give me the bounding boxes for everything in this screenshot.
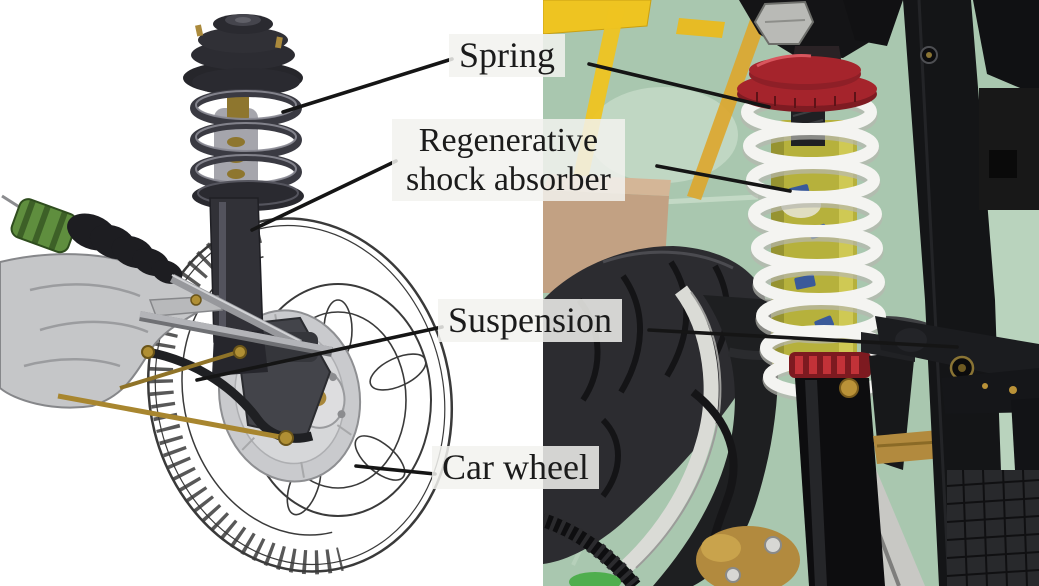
gold-bolt xyxy=(839,378,859,398)
suspension-leader-left xyxy=(195,325,444,382)
yellow-diagonal-stripe xyxy=(687,0,774,200)
spring-leader-right xyxy=(587,62,771,109)
label-regenerative-line1: Regenerative xyxy=(418,122,599,159)
test-rig-photo xyxy=(543,0,1039,586)
label-car-wheel: Car wheel xyxy=(432,446,599,490)
car-suspension-illustration xyxy=(0,14,454,575)
label-spring-text: Spring xyxy=(459,35,556,75)
brass-fitting xyxy=(873,430,943,464)
wheel-dark-side xyxy=(653,295,779,586)
label-suspension: Suspension xyxy=(438,299,623,343)
tire-tread-band xyxy=(148,219,344,575)
cv-axle xyxy=(1,194,303,348)
regenerative-leader-right xyxy=(655,164,792,193)
corrugated-hose xyxy=(543,512,642,586)
regenerative-leader-left xyxy=(250,159,398,232)
label-regenerative-shock-absorber: Regenerative shock absorber xyxy=(392,119,625,201)
frame-plate xyxy=(979,88,1039,210)
label-suspension-text: Suspension xyxy=(448,300,613,340)
label-spring: Spring xyxy=(449,34,566,78)
hex-bolt xyxy=(753,0,815,45)
suspension-leader-right xyxy=(647,328,959,349)
cv-boot xyxy=(67,213,183,284)
car-wheel-leader xyxy=(354,464,437,476)
green-object xyxy=(569,572,621,586)
vehicle-frame xyxy=(875,0,1039,586)
red-preload-collar xyxy=(737,54,877,112)
label-car-wheel-text: Car wheel xyxy=(442,447,589,487)
regenerative-shock-absorber-photo xyxy=(737,0,975,586)
suspension-linkage xyxy=(57,294,333,446)
label-regenerative-line2: shock absorber xyxy=(406,161,611,198)
spring-leader-left xyxy=(281,57,454,114)
